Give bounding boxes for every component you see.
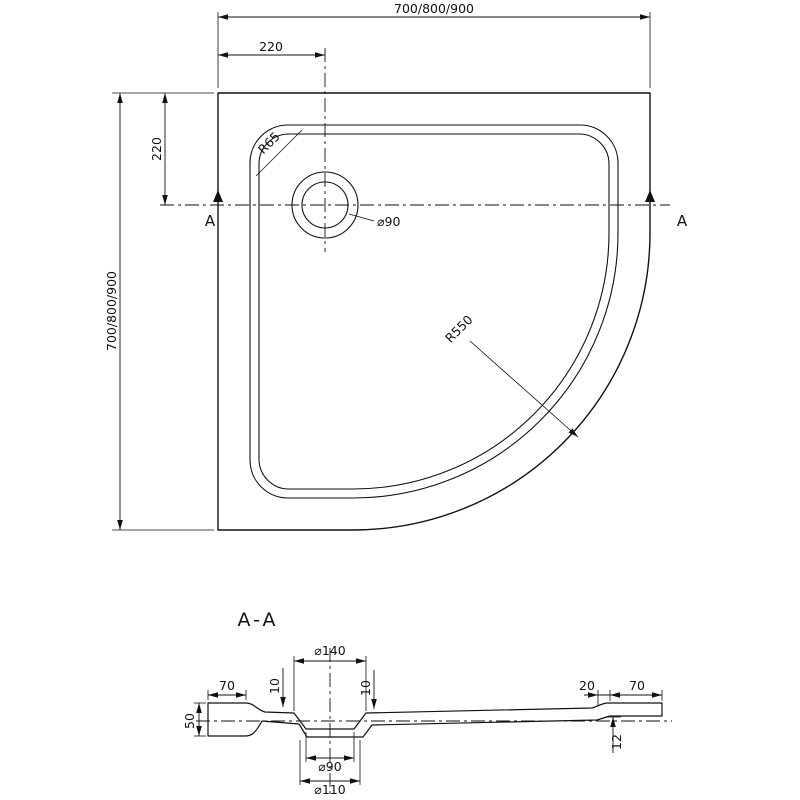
left-rim-width-label: 70 [219,678,235,693]
section-title: A-A [237,609,278,631]
step-right-label: 10 [358,680,373,696]
step-left-label: 10 [267,678,282,694]
right-offset-label: 20 [579,678,595,693]
recess-bottom-diameter-label: ⌀110 [314,782,345,797]
tray-outer-outline [217,92,651,531]
tray-rim-inner-edge [258,133,610,490]
section-label-right: A [677,212,688,230]
drain-diameter-bottom-label: ⌀90 [318,759,341,774]
drain-diameter-label: ⌀90 [377,214,400,229]
dim-drain-y-label: 220 [149,137,164,161]
radius-corner-label: R65 [255,129,283,157]
right-rim-width-label: 70 [629,678,645,693]
leader-line-r550 [469,340,579,438]
leader-line-r65 [255,129,303,177]
right-height-label: 12 [609,734,624,750]
leader-line-drain [348,213,375,222]
left-height-label: 50 [182,713,197,729]
dim-width-top-label: 700/800/900 [394,1,474,16]
tray-section-profile [207,702,663,738]
section-view: A-A ⌀140 10 10 70 50 20 [182,609,672,797]
section-arrow-right-icon [645,190,655,202]
dim-drain-x-label: 220 [259,39,283,54]
recess-top-diameter-label: ⌀140 [314,643,345,658]
section-label-left: A [205,212,216,230]
radius-front-label: R550 [442,312,476,346]
section-arrow-left-icon [213,190,223,202]
dim-height-left-label: 700/800/900 [104,271,119,351]
plan-view: A A 700/800/900 220 700/800/900 220 R65 … [104,1,688,531]
tray-rim-outer-edge [249,124,619,499]
